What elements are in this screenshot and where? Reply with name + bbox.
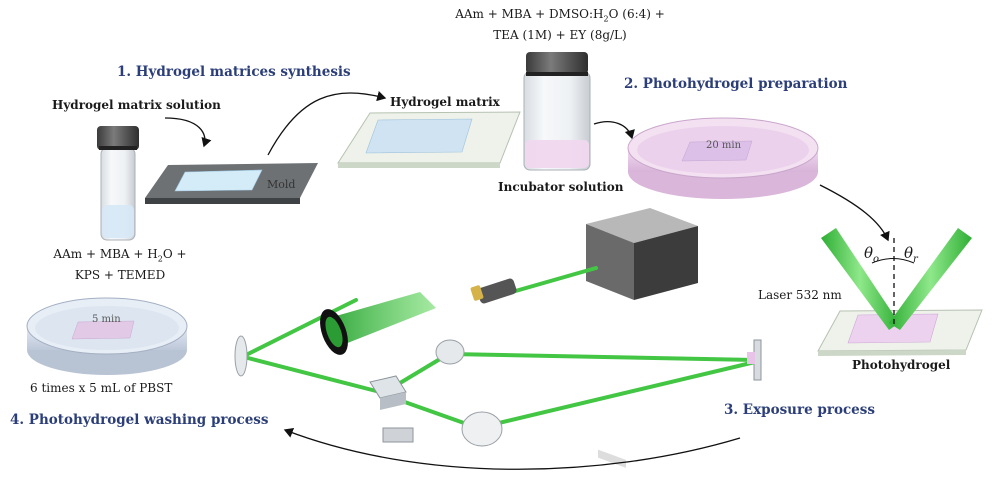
recipe-top-sub: 2: [603, 14, 609, 24]
incubator-solution-label: Incubator solution: [498, 180, 624, 194]
mirror-left: [234, 335, 248, 377]
incident-reflected-beams: [821, 228, 972, 330]
recipe-left-a: AAm + MBA + H: [53, 247, 158, 261]
wash-label: 6 times x 5 mL of PBST: [30, 381, 173, 395]
theta-o-label: θo: [864, 244, 879, 265]
arrow-mold-to-matrix: [267, 91, 387, 156]
time-5-label: 5 min: [92, 314, 121, 325]
beam-expander: [320, 292, 436, 355]
recipe-left-sub: 2: [157, 254, 163, 264]
step-2-title: 2. Photohydrogel preparation: [624, 76, 848, 92]
beam-splitter-cube: [369, 375, 407, 410]
incubation-dish: [627, 117, 819, 199]
recipe-top-b: O (6:4) +: [608, 7, 665, 21]
mirror-center-top: [435, 339, 465, 365]
photohydrogel-slide: [817, 309, 983, 356]
step-4-title: 4. Photohydrogel washing process: [10, 412, 269, 428]
mirror-bottom: [461, 411, 503, 447]
angle-arc: [871, 258, 915, 264]
washing-dish: [26, 297, 188, 375]
arrow-exposure-to-washing: [283, 427, 741, 470]
theta-o-symbol: θ: [864, 244, 874, 262]
step-3-title: 3. Exposure process: [724, 402, 875, 418]
incubator-recipe-line2: TEA (1M) + EY (8g/L): [493, 28, 627, 43]
theta-r-subscript: r: [913, 254, 918, 265]
arrow-vial-to-dish: [593, 121, 635, 140]
incubator-recipe: AAm + MBA + DMSO:H2O (6:4) + TEA (1M) + …: [440, 6, 680, 44]
laser-source: [586, 208, 698, 468]
recipe-left-b: O +: [162, 247, 187, 261]
mold-plate: [145, 163, 318, 204]
mold-label: Mold: [267, 178, 296, 191]
theta-r-label: θr: [904, 244, 918, 265]
step-1-title: 1. Hydrogel matrices synthesis: [117, 64, 351, 80]
theta-o-subscript: o: [873, 254, 880, 265]
arrow-dish-to-exposure: [819, 184, 890, 242]
matrix-recipe-line1: AAm + MBA + H2O +: [20, 246, 220, 267]
objective-lens: [470, 278, 517, 304]
incubator-vial: [523, 52, 591, 171]
recipe-top-a: AAm + MBA + DMSO:H: [455, 7, 604, 21]
matrix-recipe-line2: KPS + TEMED: [74, 268, 166, 283]
laser-label: Laser 532 nm: [758, 288, 842, 302]
photohydrogel-label: Photohydrogel: [852, 358, 951, 372]
matrix-slide: [337, 111, 521, 168]
hydrogel-matrix-label: Hydrogel matrix: [390, 95, 500, 109]
matrix-recipe: AAm + MBA + H2O + KPS + TEMED: [20, 246, 220, 283]
time-20-label: 20 min: [706, 140, 742, 151]
matrix-solution-label: Hydrogel matrix solution: [52, 98, 221, 112]
mirror-right: [747, 339, 762, 381]
left-vial: [97, 126, 139, 241]
incubator-recipe-line1: AAm + MBA + DMSO:H2O (6:4) +: [440, 6, 680, 27]
sample-holder: [382, 427, 414, 443]
arrow-solution-to-mold: [164, 117, 212, 148]
theta-r-symbol: θ: [904, 244, 914, 262]
